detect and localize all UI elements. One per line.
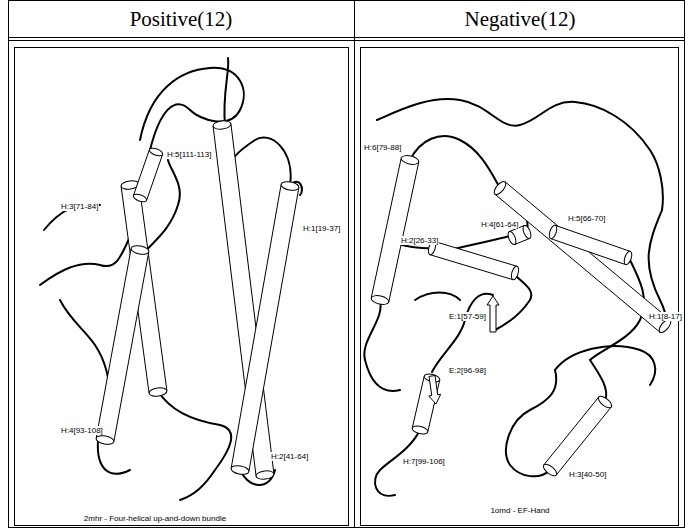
cylinder-body bbox=[551, 225, 631, 264]
helix-cylinder bbox=[427, 240, 520, 280]
element-label: H:2[26-33] bbox=[400, 236, 439, 245]
header-rule bbox=[8, 37, 685, 38]
column-header: Positive(12) bbox=[130, 7, 233, 31]
element-label: H:2[41-64] bbox=[270, 452, 309, 461]
cylinder-cap bbox=[623, 250, 634, 265]
cylinder-cap bbox=[521, 224, 532, 239]
cylinder-cap bbox=[213, 120, 232, 130]
helix-cylinder bbox=[548, 224, 634, 265]
cylinder-cap bbox=[130, 244, 149, 255]
element-label: E:2[96-98] bbox=[448, 366, 487, 375]
column-header: Negative(12) bbox=[465, 7, 576, 31]
cylinder-cap bbox=[548, 224, 559, 239]
helix-cylinders bbox=[95, 120, 672, 480]
cylinder-body bbox=[412, 376, 440, 432]
cylinder-cap bbox=[149, 387, 168, 397]
cylinder-cap bbox=[230, 464, 249, 475]
cylinder-cap bbox=[510, 265, 520, 280]
cylinder-body bbox=[371, 158, 419, 302]
element-label: H:1[8-17] bbox=[648, 312, 683, 321]
helix-cylinder bbox=[230, 180, 299, 475]
cylinder-cap bbox=[400, 154, 419, 166]
element-label: H:6[79-88] bbox=[363, 143, 402, 152]
cylinder-cap bbox=[597, 394, 614, 410]
cylinder-cap bbox=[492, 180, 508, 197]
helix-cylinder bbox=[411, 373, 440, 436]
helix-cylinder bbox=[132, 147, 163, 204]
cylinder-body bbox=[430, 241, 517, 279]
cylinder-cap bbox=[542, 462, 559, 478]
panel-frame bbox=[15, 48, 349, 526]
cylinder-body bbox=[231, 184, 299, 471]
helix-cylinder bbox=[542, 394, 614, 478]
coil-loops bbox=[40, 58, 666, 500]
helix-cylinder bbox=[370, 154, 419, 306]
element-label: H:5[111-113] bbox=[166, 150, 212, 159]
cylinder-cap bbox=[132, 193, 147, 204]
cylinder-cap bbox=[280, 180, 299, 191]
structure-caption: 1omd - EF-Hand bbox=[489, 506, 550, 515]
element-label: H:4[61-64] bbox=[480, 220, 519, 229]
cylinder-body bbox=[495, 182, 670, 332]
cylinder-body bbox=[544, 397, 611, 475]
header-rule bbox=[8, 40, 685, 41]
cylinder-cap bbox=[411, 425, 428, 436]
element-label: H:3[40-50] bbox=[568, 470, 607, 479]
element-label: E:1[57-59] bbox=[448, 312, 487, 321]
panel-frame bbox=[361, 48, 679, 526]
column-rule bbox=[354, 0, 355, 528]
structure-caption: 2mhr - Four-helical up-and-down bundle bbox=[83, 514, 227, 523]
element-label: H:4[93-108] bbox=[60, 426, 104, 435]
helix-cylinder bbox=[95, 244, 149, 445]
cylinder-cap bbox=[506, 230, 517, 245]
element-label: H:1[19-37] bbox=[302, 224, 341, 233]
element-label: H:7[99-106] bbox=[402, 457, 446, 466]
element-label: H:3[71-84] bbox=[60, 202, 99, 211]
cylinder-cap bbox=[148, 147, 163, 158]
cylinder-body bbox=[96, 248, 149, 441]
cylinder-cap bbox=[95, 434, 114, 445]
helix-cylinder bbox=[492, 180, 673, 335]
cylinder-cap bbox=[370, 294, 389, 306]
cylinder-body bbox=[133, 150, 162, 201]
element-label: H:5[66-70] bbox=[567, 214, 606, 223]
beta-strand bbox=[429, 376, 441, 404]
table-border bbox=[9, 1, 685, 528]
beta-strand bbox=[487, 296, 499, 332]
cylinder-cap bbox=[256, 470, 275, 480]
